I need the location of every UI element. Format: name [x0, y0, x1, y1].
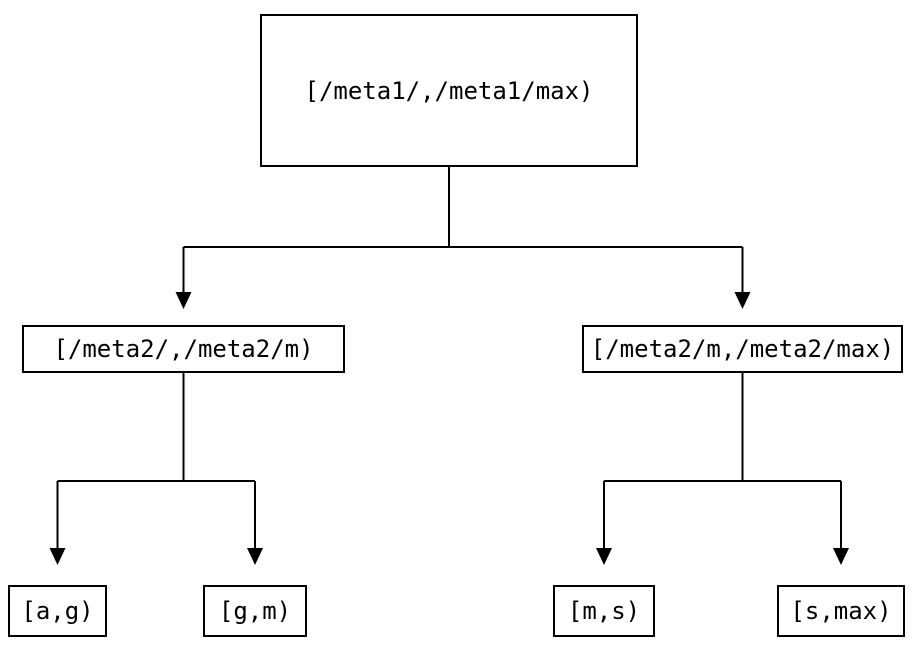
arrowhead-to-leaf-gm-icon — [247, 548, 263, 565]
arrowhead-to-leaf-smax-icon — [833, 548, 849, 565]
edge-right-to-leaves — [603, 373, 842, 548]
node-leaf-gm: [g,m) — [203, 585, 307, 637]
arrowhead-to-right-child-icon — [734, 292, 751, 309]
node-left-interval: [/meta2/,/meta2/m) — [22, 325, 345, 373]
edge-root-to-children — [182, 167, 744, 292]
node-leaf-smax: [s,max) — [777, 585, 905, 637]
arrowhead-to-leaf-ms-icon — [596, 548, 612, 565]
node-leaf-ag: [a,g) — [8, 585, 107, 637]
arrowhead-to-leaf-ag-icon — [49, 548, 66, 565]
edge-left-to-leaves — [56, 373, 256, 548]
arrowhead-to-left-child-icon — [175, 292, 192, 309]
node-leaf-ms: [m,s) — [553, 585, 655, 637]
node-right-interval: [/meta2/m,/meta2/max) — [582, 325, 903, 373]
node-root-interval: [/meta1/,/meta1/max) — [260, 14, 638, 167]
